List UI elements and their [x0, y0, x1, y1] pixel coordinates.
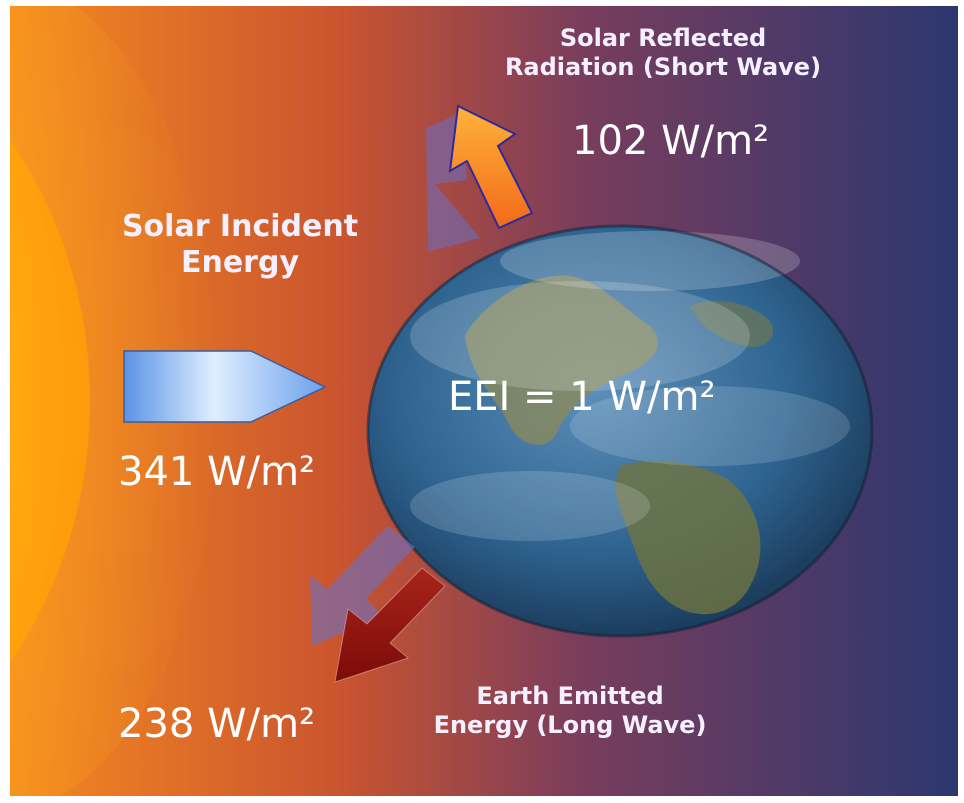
eei-label: EEI = 1 W/m² [448, 374, 716, 420]
emitted-arrow-shadow [310, 526, 415, 646]
emitted-arrow [334, 567, 446, 683]
diagram-canvas: Solar Incident Energy 341 W/m² Solar Ref… [10, 6, 958, 796]
emitted-value: 238 W/m² [118, 701, 316, 747]
sun-icon [10, 140, 90, 662]
incident-arrow [123, 350, 327, 423]
emitted-title: Earth Emitted Energy (Long Wave) [380, 682, 760, 740]
sun-glow [10, 6, 220, 796]
earth-icon [366, 224, 874, 638]
incident-value: 341 W/m² [118, 449, 316, 495]
energy-budget-illustration [10, 6, 958, 796]
reflected-title-line1: Solar Reflected [559, 24, 767, 52]
reflected-value: 102 W/m² [572, 118, 770, 164]
emitted-title-line2: Energy (Long Wave) [433, 710, 707, 739]
reflected-title-line2: Radiation (Short Wave) [504, 52, 822, 81]
reflected-arrow [448, 104, 534, 230]
emitted-title-line1: Earth Emitted [476, 682, 664, 710]
incident-title-line1: Solar Incident [121, 209, 359, 244]
incident-title-line2: Energy [180, 245, 300, 280]
reflected-arrow-shadow [426, 112, 480, 252]
reflected-title: Solar Reflected Radiation (Short Wave) [458, 24, 868, 82]
incident-title: Solar Incident Energy [90, 209, 390, 281]
